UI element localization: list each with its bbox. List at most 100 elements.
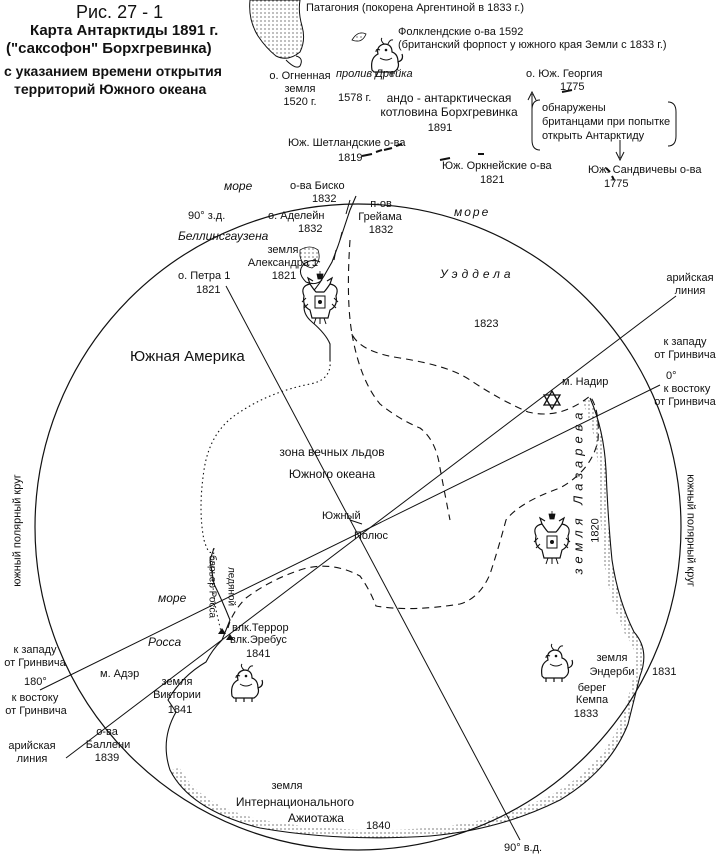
label-fire-land: о. Огненная [269, 70, 331, 82]
label-british-1: обнаружены [542, 102, 606, 114]
map-title-line2: ("саксофон" Борхгревинка) [6, 40, 212, 57]
label-ross-sea: море [158, 591, 187, 605]
label-kemp-coast: берег [577, 682, 607, 694]
label-patagonia: Патагония (покорена Аргентиной в 1833 г.… [306, 2, 525, 14]
star-of-david-icon [542, 389, 562, 411]
meridian-90 [225, 285, 521, 841]
label-aryan-line-sw: арийская [8, 740, 56, 752]
label-balleny: о-ва [96, 726, 118, 738]
label-bellingshausen-sea-2: Беллинсгаузена [178, 229, 269, 243]
label-falklands: Фолклендские о-ва 1592 [398, 26, 524, 38]
map-title-line3: с указанием времени открытия [4, 63, 222, 79]
label-bisco-year: 1832 [312, 193, 337, 205]
label-ice-barrier: ледяной [225, 566, 237, 607]
label-peter: о. Петра 1 [178, 270, 231, 282]
label-south-pole: Южный [322, 510, 361, 522]
label-intl-year: 1840 [366, 820, 391, 832]
coast-shading [170, 398, 644, 838]
label-lazarev-year: 1820 [589, 518, 602, 543]
label-ross-sea-2: Росса [148, 635, 182, 649]
ice-edge-dashed [227, 239, 599, 629]
label-south-georgia-year: 1775 [560, 81, 585, 93]
label-west-greenwich-sw-2: от Гринвича [4, 657, 66, 669]
label-east-greenwich-sw-2: от Гринвича [5, 705, 67, 717]
label-enderby-year: 1831 [652, 666, 677, 678]
label-0-deg: 0° [666, 370, 677, 382]
label-terror: влк.Террор [232, 622, 289, 634]
label-alexander-year: 1821 [271, 270, 297, 282]
label-polar-circle-right: южный полярный круг [684, 474, 697, 587]
polar-circle [34, 203, 682, 851]
label-east-greenwich-ne-2: от Гринвича [654, 396, 716, 408]
label-fire-land-year: 1520 г. [283, 96, 317, 108]
label-bellingshausen-sea: море [224, 179, 253, 193]
south-shetland-islands [361, 143, 403, 157]
label-falklands-note: (британский форпост у южного края Земли … [398, 39, 667, 51]
label-kemp-coast-2: Кемпа [575, 694, 609, 706]
aryan-line [65, 295, 677, 759]
label-south-orkney: Юж. Оркнейские о-ва [442, 160, 552, 172]
label-intl-land-3: Ажиотажа [288, 811, 344, 825]
label-bisco: о-ва Биско [290, 180, 345, 192]
label-west-greenwich-sw: к западу [13, 644, 57, 656]
map-title-line4: территорий Южного океана [14, 81, 207, 97]
double-headed-eagle-icon [533, 510, 571, 565]
falkland-islands [351, 32, 367, 42]
double-headed-eagle-icon [301, 270, 339, 325]
label-balleny-2: Баллени [85, 739, 131, 751]
label-balleny-year: 1839 [94, 752, 120, 764]
label-weddell-sea: море [454, 205, 491, 219]
patagonia-coast [249, 0, 305, 59]
lion-crest-icon [231, 663, 264, 703]
label-alexander-2: Александра 1 [247, 257, 319, 269]
label-enderby-land: земля [596, 652, 628, 664]
label-west-greenwich-ne-2: от Гринвича [654, 349, 716, 361]
label-aryan-line-ne: арийская [666, 272, 714, 284]
south-america-outline [200, 359, 331, 554]
label-weddell-year: 1823 [474, 318, 499, 330]
label-graham-2: Грейама [358, 211, 402, 223]
label-basin-year: 1891 [427, 122, 453, 134]
label-aryan-line-sw-2: линия [16, 753, 48, 765]
label-adelaide: о. Аделейн [268, 210, 325, 222]
label-cape-nadir: м. Надир [562, 376, 609, 388]
label-south-shetland: Юж. Шетландские о-ва [288, 137, 406, 149]
meridian-0-180 [39, 384, 661, 691]
label-west-greenwich-ne: к западу [663, 336, 707, 348]
label-fire-land-2: земля [284, 83, 316, 95]
label-south-sandwich: Юж. Сандвичевы о-ва [588, 164, 702, 176]
label-east-greenwich-ne: к востоку [663, 383, 711, 395]
label-victoria-year: 1841 [167, 704, 193, 716]
label-erebus: влк.Эребус [230, 634, 287, 646]
label-british-3: открыть Антарктиду [542, 130, 645, 142]
label-ice-zone: зона вечных льдов [279, 445, 385, 459]
label-drake-passage: пролив Дрейка [336, 68, 413, 80]
label-180-deg: 180° [24, 676, 47, 688]
label-ice-barrier-2: барьер Росса [206, 554, 218, 619]
label-basin-2: котловина Борхгревинка [380, 105, 518, 119]
label-victoria-land-2: Виктории [153, 689, 201, 701]
label-90-west: 90° з.д. [188, 210, 226, 222]
label-lazarev-land: земля Лазарева [570, 407, 586, 575]
label-90-east: 90° в.д. [504, 842, 543, 854]
label-basin: андо - антарктическая [386, 91, 512, 105]
figure-number: Рис. 27 - 1 [76, 2, 164, 22]
label-cape-adare: м. Адэр [100, 668, 140, 680]
label-adelaide-year: 1832 [298, 223, 323, 235]
label-south-orkney-year: 1821 [480, 174, 505, 186]
label-terror-year: 1841 [246, 648, 271, 660]
label-british-2: британцами при попытке [542, 116, 671, 128]
map-title-line1: Карта Антарктиды 1891 г. [30, 22, 219, 39]
south-sandwich-islands [605, 167, 615, 181]
label-south-shetland-year: 1819 [338, 152, 363, 164]
label-graham-year: 1832 [368, 224, 394, 236]
label-victoria-land: земля [161, 676, 193, 688]
label-enderby-land-2: Эндерби [589, 666, 635, 678]
label-peter-year: 1821 [196, 284, 221, 296]
label-aryan-line-ne-2: линия [674, 285, 706, 297]
south-georgia-island [561, 89, 573, 93]
label-south-georgia: о. Юж. Георгия [526, 68, 603, 80]
label-kemp-year: 1833 [573, 708, 599, 720]
label-south-sandwich-year: 1775 [604, 178, 629, 190]
